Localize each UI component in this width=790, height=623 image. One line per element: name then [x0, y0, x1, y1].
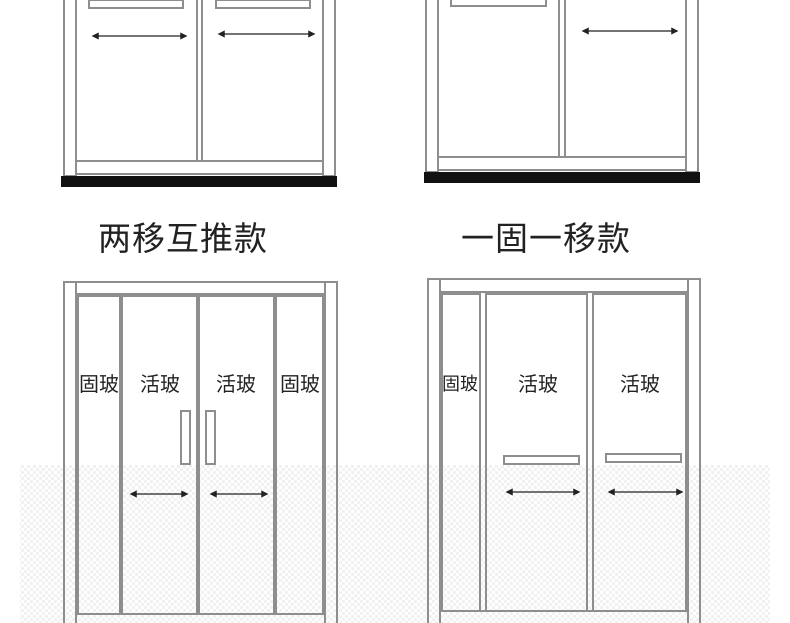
- sliding-panel-2: [201, 0, 324, 162]
- fixed-glass-label: 固玻: [79, 372, 119, 396]
- fixed-panel-right: [275, 295, 324, 615]
- top-right-door-unit: [425, 0, 699, 173]
- sliding-glass-label: 活玻: [620, 372, 660, 396]
- background-pattern: [20, 465, 770, 623]
- sliding-glass-label: 活玻: [216, 372, 256, 396]
- handle-bar-1: [503, 455, 580, 465]
- door-handle-icon: [180, 410, 191, 465]
- sliding-panel-1: [437, 0, 560, 158]
- sliding-panel-1: [75, 0, 198, 162]
- handle-bar-2: [215, 0, 311, 9]
- top-rail: [75, 281, 326, 295]
- handle-bar-1: [88, 0, 184, 9]
- fixed-panel-left: [441, 293, 481, 612]
- sliding-glass-label: 活玻: [140, 372, 180, 396]
- outer-frame-right-post: [685, 0, 699, 173]
- inner-frame: [75, 293, 326, 623]
- caption-two-sliding: 两移互推款: [98, 219, 268, 258]
- outer-frame-right-post: [322, 0, 336, 177]
- caption-one-fixed-one-sliding: 一固一移款: [461, 219, 631, 258]
- fixed-glass-label: 固玻: [280, 372, 320, 396]
- inner-frame: [437, 0, 687, 171]
- sliding-panel-2: [564, 0, 687, 158]
- top-left-door-unit: [63, 0, 336, 177]
- handle-bar-2: [605, 453, 682, 463]
- outer-frame-left-post: [63, 0, 77, 177]
- sliding-panel-2: [198, 295, 275, 615]
- door-handle-icon: [205, 410, 216, 465]
- inner-frame: [75, 0, 324, 175]
- top-rail: [439, 278, 689, 293]
- outer-frame-left-post: [425, 0, 439, 173]
- bottom-left-door-unit: [63, 281, 338, 623]
- sliding-panel-1: [121, 295, 198, 615]
- fixed-glass-label: 固玻: [442, 374, 478, 395]
- sliding-glass-label: 活玻: [518, 372, 558, 396]
- handle-bar-1: [450, 0, 547, 7]
- sliding-panel-2: [592, 293, 687, 612]
- sliding-panel-1: [485, 293, 588, 612]
- floor-bar-right: [424, 172, 700, 183]
- fixed-panel-left: [77, 295, 121, 615]
- bottom-right-door-unit: [427, 278, 701, 623]
- floor-bar-left: [61, 176, 337, 187]
- inner-frame: [439, 291, 689, 623]
